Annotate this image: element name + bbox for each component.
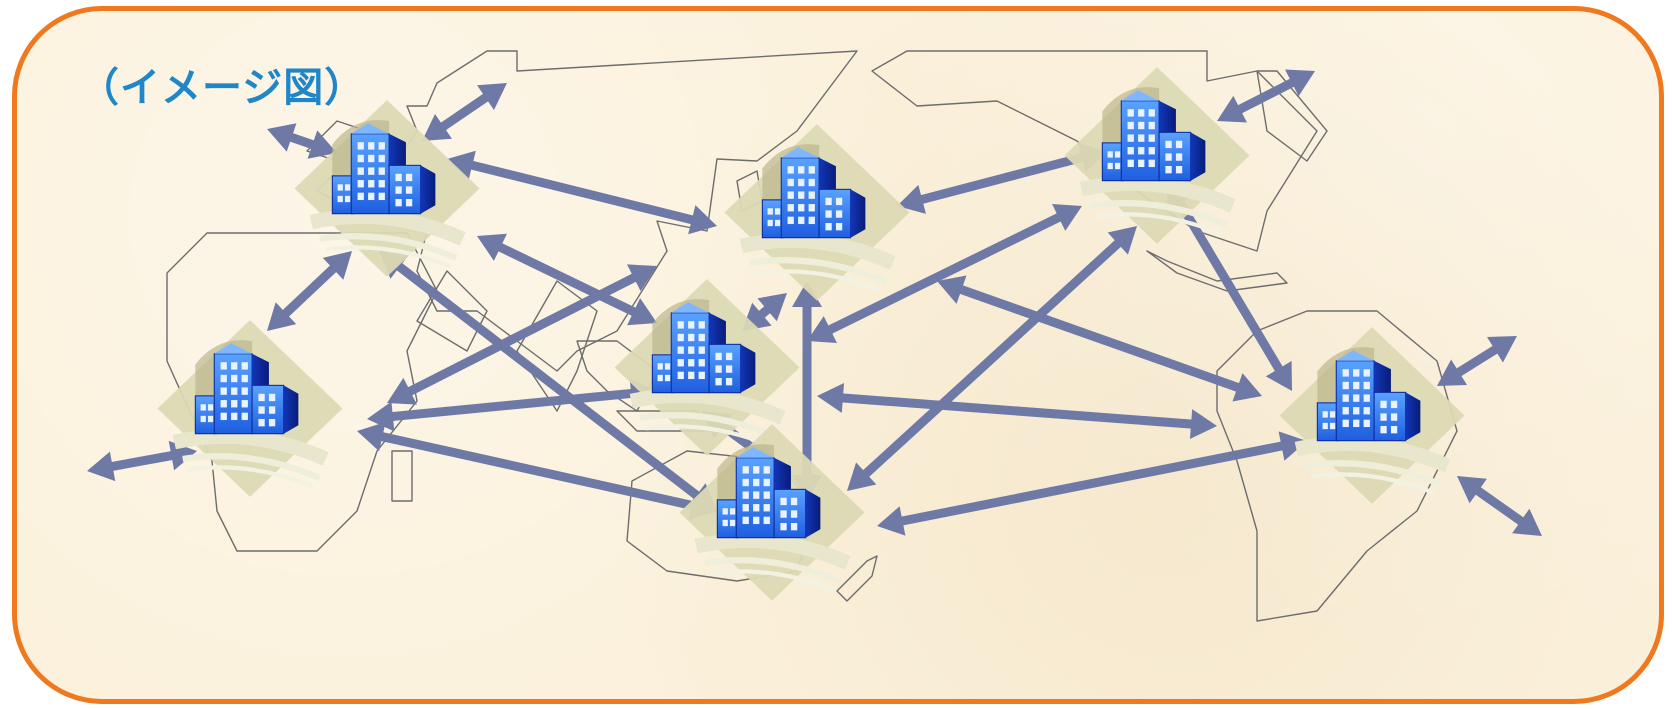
- connection-arrow: [267, 123, 337, 159]
- connection-arrow: [817, 382, 1217, 440]
- image-caption: （イメージ図）: [79, 65, 366, 111]
- connection-arrow: [877, 431, 1307, 536]
- office-building-icon: [157, 320, 342, 497]
- office-building-icon: [724, 124, 909, 301]
- map-arabia-outline: [416, 270, 488, 352]
- connection-arrow: [387, 264, 657, 405]
- office-building-icon: [1279, 327, 1464, 504]
- map-central-america-outline: [1146, 250, 1288, 292]
- connection-arrow: [477, 233, 657, 326]
- connection-arrow: [1217, 69, 1315, 123]
- diagram-frame: （イメージ図）: [12, 6, 1664, 704]
- connection-arrow: [447, 150, 717, 235]
- connection-arrow: [937, 275, 1262, 402]
- map-madagascar-outline: [391, 450, 413, 502]
- connection-arrow: [422, 83, 507, 141]
- office-building-icon: [1064, 67, 1249, 244]
- map-greenland-outline: [1256, 70, 1328, 162]
- connection-arrow: [807, 203, 1082, 344]
- office-building-icon: [294, 100, 479, 277]
- map-new-zealand-outline: [836, 555, 878, 602]
- connection-arrow: [847, 226, 1137, 491]
- connection-arrow: [267, 251, 352, 331]
- connection-arrow: [1437, 336, 1517, 386]
- connection-arrow: [1457, 476, 1542, 536]
- connection-arrows: [87, 69, 1542, 536]
- network-diagram: [87, 50, 1542, 622]
- map-south-america-outline: [1216, 310, 1458, 622]
- map-north-america-outline: [871, 50, 1318, 252]
